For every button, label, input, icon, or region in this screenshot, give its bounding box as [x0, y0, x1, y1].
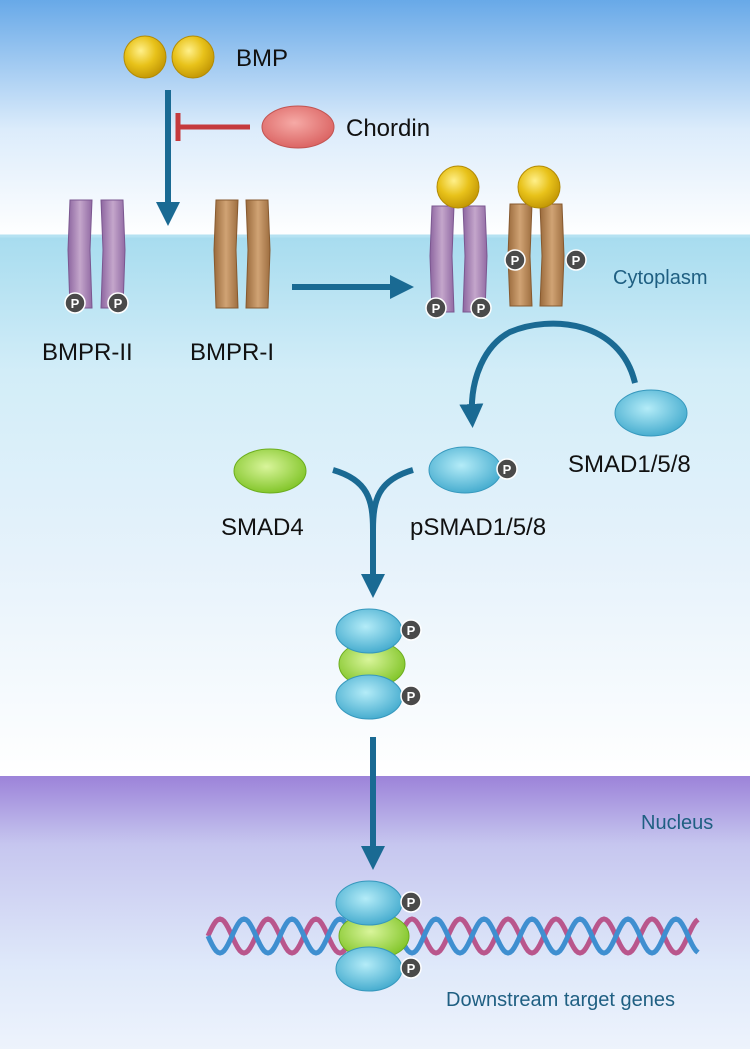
smad-complex: [335, 608, 422, 720]
bmpr2-inactive: [64, 199, 129, 314]
cytoplasm-label: Cytoplasm: [613, 267, 707, 289]
phosphorylation-arrow: [459, 320, 638, 428]
chordin-inhibition: [175, 113, 250, 141]
downstream-label: Downstream target genes: [446, 989, 675, 1011]
complex-formation-arrow: [332, 467, 414, 586]
chordin: [261, 105, 335, 149]
psmad158-phospho: [496, 458, 518, 480]
psmad158-label: pSMAD1/5/8: [410, 514, 546, 541]
dna-helix: [205, 916, 700, 956]
bmp-ligand: [123, 35, 215, 79]
smad158-label: SMAD1/5/8: [568, 451, 691, 478]
extracellular-region: [0, 0, 750, 236]
bmpr2-label: BMPR-II: [42, 339, 133, 366]
chordin-label: Chordin: [346, 115, 430, 142]
psmad158: [428, 446, 502, 494]
dna-bound-smad-complex: [335, 880, 422, 992]
dna-strand-blue: [205, 916, 700, 956]
bmp-label: BMP: [236, 45, 288, 72]
bmpr1-inactive: [213, 199, 271, 309]
smad4: [233, 448, 307, 494]
smad158: [614, 389, 688, 437]
active-receptor-complex: [425, 165, 587, 319]
smad4-label: SMAD4: [221, 514, 304, 541]
bmpr1-label: BMPR-I: [190, 339, 274, 366]
nucleus-label: Nucleus: [641, 812, 713, 834]
